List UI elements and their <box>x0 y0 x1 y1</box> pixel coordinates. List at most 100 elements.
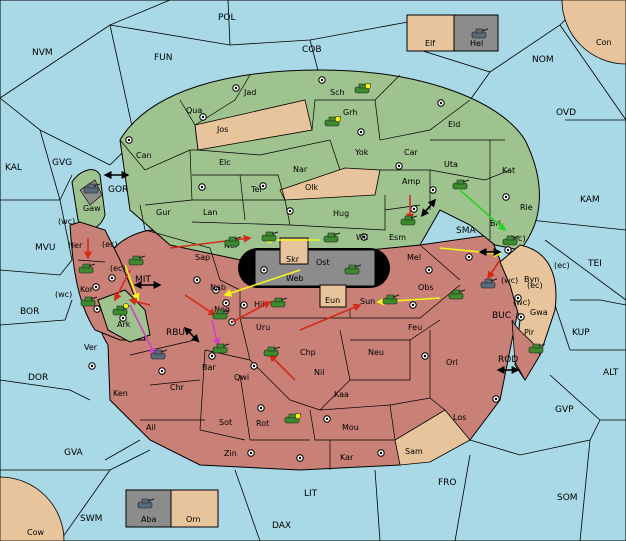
supply-center-dot-core <box>201 115 205 119</box>
unit-token[interactable] <box>344 264 362 275</box>
region-pir <box>511 319 541 381</box>
label-cob: COB <box>302 45 322 55</box>
label-qua: Qua <box>186 106 202 115</box>
star-icon <box>334 115 342 123</box>
unit-token[interactable] <box>78 263 96 274</box>
coast-marker: (wc) <box>513 298 530 307</box>
supply-center-dots <box>88 76 525 462</box>
label-rbu: RBU <box>166 328 185 338</box>
label-dor: DOR <box>28 373 48 383</box>
coast-marker: (ec) <box>527 281 543 290</box>
supply-center-dot-core <box>288 209 292 213</box>
region-sam <box>394 409 471 466</box>
label-alt: ALT <box>603 368 619 378</box>
unit-token[interactable] <box>261 231 279 242</box>
unit-token[interactable] <box>80 296 98 307</box>
coast-marker: (ec) <box>510 234 526 243</box>
supply-center-dot-core <box>210 354 214 358</box>
unit-token[interactable] <box>502 235 520 246</box>
label-pol: POL <box>218 13 236 23</box>
supply-center-dot-core <box>412 207 416 211</box>
supply-center-dot-core <box>298 456 302 460</box>
supply-center-dot-core <box>262 268 266 272</box>
unit-token[interactable] <box>448 289 466 300</box>
label-skr: Skr <box>286 255 300 264</box>
unit-token[interactable] <box>128 255 146 266</box>
supply-center-dot-core <box>214 288 218 292</box>
label-elc: Elc <box>219 158 231 167</box>
unit-token[interactable] <box>471 28 489 39</box>
label-gwa: Gwa <box>530 308 548 317</box>
label-dax: DAX <box>272 521 291 531</box>
label-web: Web <box>286 274 303 283</box>
label-ost: Ost <box>316 258 330 267</box>
unit-token[interactable] <box>452 179 470 190</box>
supply-center-dot-core <box>439 101 443 105</box>
unit-token[interactable] <box>212 343 230 354</box>
unit-token[interactable] <box>83 183 101 194</box>
unit-token[interactable] <box>112 303 130 316</box>
label-wil: Wil <box>356 233 368 242</box>
unit-token[interactable] <box>480 278 498 289</box>
units-layer <box>78 28 546 509</box>
label-elf: Elf <box>425 39 435 48</box>
label-can: Can <box>136 151 152 160</box>
supply-center-dot-core <box>504 195 508 199</box>
label-olk: Olk <box>305 183 319 192</box>
label-bri: Bri <box>490 219 501 228</box>
label-kar: Kar <box>340 453 354 462</box>
star-icon <box>294 412 302 420</box>
coast-marker: (wc) <box>55 290 72 299</box>
label-lit: LIT <box>304 489 318 499</box>
supply-center-dot-core <box>431 188 435 192</box>
label-ail: Ail <box>146 423 156 432</box>
label-hug: Hug <box>333 209 349 218</box>
label-lan: Lan <box>203 208 217 217</box>
label-gur: Gur <box>156 208 171 217</box>
label-nog: Nog <box>214 305 230 314</box>
unit-token[interactable] <box>400 215 418 226</box>
coast-marker: (ec) <box>554 261 570 270</box>
supply-center-dot-core <box>397 164 401 168</box>
label-kaa: Kaa <box>334 390 349 399</box>
label-fro: FRO <box>438 478 457 488</box>
unit-token[interactable] <box>150 349 168 360</box>
label-nab: Nab <box>210 283 226 292</box>
supply-center-dot-core <box>467 255 471 259</box>
label-ken: Ken <box>113 389 128 398</box>
unit-token[interactable] <box>528 343 546 354</box>
label-yok: Yok <box>354 148 369 157</box>
region-byn-gwa-pir <box>499 244 557 381</box>
supply-center-dot-core <box>261 184 265 188</box>
label-nil: Nil <box>314 368 324 377</box>
unit-token[interactable] <box>137 498 155 509</box>
unit-token[interactable] <box>382 294 400 305</box>
label-car: Car <box>404 148 418 157</box>
label-rod: ROD <box>498 355 518 365</box>
interior-borders <box>77 74 511 470</box>
supply-center-dot-core <box>423 354 427 358</box>
order-arrows <box>84 171 520 381</box>
supply-center-dot-core <box>516 296 520 300</box>
label-buc: BUC <box>492 311 511 321</box>
region-con <box>561 0 626 65</box>
label-orn: Orn <box>186 515 201 524</box>
unit-token[interactable] <box>263 346 281 357</box>
label-uta: Uta <box>444 160 458 169</box>
label-chr: Chr <box>170 383 185 392</box>
label-bar: Bar <box>202 363 216 372</box>
label-uru: Uru <box>256 323 270 332</box>
supply-center-dot-core <box>94 285 98 289</box>
supply-center-dot-core <box>379 451 383 455</box>
supply-center-dot-core <box>252 364 256 368</box>
unit-token[interactable] <box>212 309 230 320</box>
label-gvg: GVG <box>52 158 72 168</box>
label-ark: Ark <box>117 320 131 329</box>
unit-token[interactable] <box>224 236 242 247</box>
unit-token[interactable] <box>323 232 341 243</box>
region-olk <box>279 167 381 201</box>
supply-center-dot-core <box>320 78 324 82</box>
unit-token[interactable] <box>270 297 288 308</box>
